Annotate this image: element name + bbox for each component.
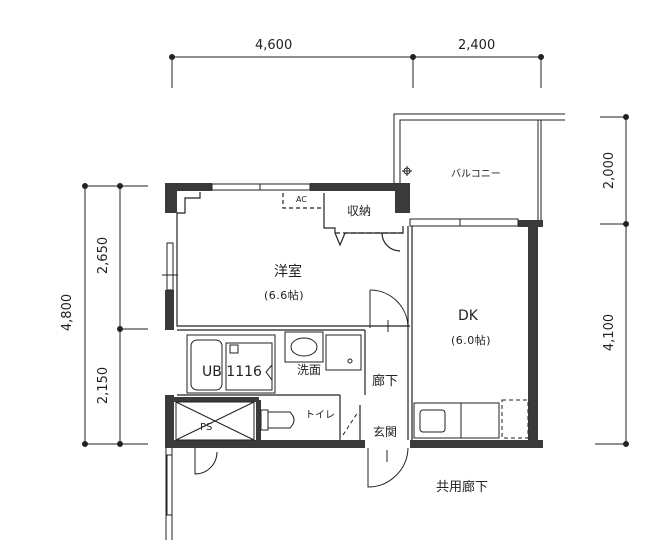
toilet-fixture xyxy=(260,409,295,431)
washroom-label: 洗面 xyxy=(297,363,322,377)
balcony-outline xyxy=(393,113,565,222)
window-top xyxy=(211,183,311,191)
dim-left-4800: 4,800 xyxy=(60,293,76,332)
top-dimension-line xyxy=(169,54,544,88)
dim-left-2150: 2,150 xyxy=(96,366,112,405)
storage-label: 収納 xyxy=(347,204,372,218)
window-left xyxy=(162,242,178,291)
exterior-lower-left xyxy=(165,448,173,540)
dim-left-2650: 2,650 xyxy=(96,236,112,275)
bath-label: UB 1116 xyxy=(202,364,262,380)
doors xyxy=(194,289,409,488)
toilet-label: トイレ xyxy=(305,410,335,421)
western-room-area: (6.6帖) xyxy=(264,289,305,302)
dim-top-4600: 4,600 xyxy=(255,38,293,53)
washroom-fixtures xyxy=(284,331,362,371)
interior-walls xyxy=(176,192,413,440)
dim-right-2000: 2,000 xyxy=(602,151,618,190)
window-balcony xyxy=(409,218,519,227)
ps-shaft xyxy=(175,401,255,441)
kitchen-counter xyxy=(413,399,529,439)
exterior-walls xyxy=(165,183,543,448)
left-dimension-line xyxy=(82,183,148,447)
dim-right-4100: 4,100 xyxy=(602,313,618,352)
common-corridor-label: 共用廊下 xyxy=(436,480,489,495)
bathroom-unit xyxy=(186,334,276,394)
ac-label: AC xyxy=(296,195,307,204)
hallway-label: 廊下 xyxy=(372,374,399,389)
western-room-label: 洋室 xyxy=(274,264,302,280)
entrance-label: 玄関 xyxy=(373,425,398,439)
dk-label: DK xyxy=(458,308,478,324)
balcony-label: バルコニー xyxy=(451,169,501,180)
ps-label: PS xyxy=(200,422,213,433)
dim-top-2400: 2,400 xyxy=(458,38,496,53)
right-dimension-line xyxy=(595,114,629,447)
dk-area: (6.0帖) xyxy=(451,334,492,347)
